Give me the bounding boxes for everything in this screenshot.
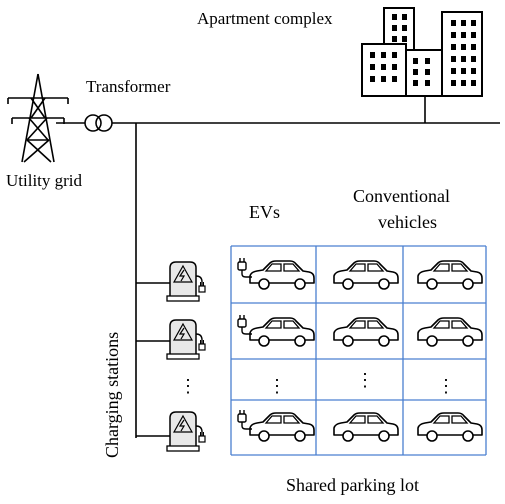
- transformer-label: Transformer: [86, 77, 171, 96]
- window: [402, 36, 407, 42]
- window: [471, 80, 476, 86]
- window: [451, 56, 456, 62]
- window: [370, 52, 375, 58]
- conventional-car-icon: [417, 317, 483, 347]
- window: [451, 44, 456, 50]
- window: [381, 52, 386, 58]
- transformer-icon: [84, 114, 113, 132]
- utility-grid-label: Utility grid: [6, 171, 83, 190]
- window: [392, 25, 397, 31]
- parked-cars: [237, 257, 483, 442]
- window: [461, 44, 466, 50]
- ellipsis-conventional-1: ⋮: [356, 370, 374, 390]
- window: [413, 69, 418, 75]
- window: [413, 58, 418, 64]
- charging-station-icon: [166, 319, 206, 360]
- charging-station-icon: [166, 261, 206, 302]
- window: [451, 20, 456, 26]
- ev-car-icon: [249, 412, 315, 442]
- window: [461, 80, 466, 86]
- transmission-tower-icon: [7, 73, 69, 163]
- window: [461, 20, 466, 26]
- evs-label: EVs: [249, 202, 280, 222]
- ellipsis-conventional-2: ⋮: [437, 376, 455, 396]
- window: [381, 76, 386, 82]
- window: [471, 20, 476, 26]
- window: [370, 64, 375, 70]
- window: [461, 68, 466, 74]
- ev-car-icon: [249, 317, 315, 347]
- window: [471, 32, 476, 38]
- window: [392, 76, 397, 82]
- window: [425, 80, 430, 86]
- conventional-car-icon: [333, 317, 399, 347]
- window: [370, 76, 375, 82]
- window: [392, 52, 397, 58]
- conventional-car-icon: [333, 260, 399, 290]
- ev-car-icon: [249, 260, 315, 290]
- window: [425, 58, 430, 64]
- window: [402, 25, 407, 31]
- shared-parking-lot-label: Shared parking lot: [286, 475, 419, 495]
- window: [392, 14, 397, 20]
- window: [451, 68, 456, 74]
- conventional-label-line1: Conventional: [353, 186, 450, 206]
- charging-station-icon: [166, 411, 206, 452]
- window: [381, 64, 386, 70]
- apartment-label: Apartment complex: [197, 9, 333, 28]
- window: [461, 56, 466, 62]
- conventional-label-line2: vehicles: [378, 212, 437, 232]
- window: [471, 68, 476, 74]
- window: [461, 32, 466, 38]
- window: [471, 44, 476, 50]
- window: [471, 56, 476, 62]
- ellipsis-chargers: ⋮: [179, 376, 197, 396]
- window: [425, 69, 430, 75]
- window: [451, 80, 456, 86]
- window: [392, 64, 397, 70]
- window: [402, 14, 407, 20]
- parking-lot-grid: [230, 245, 487, 456]
- window: [392, 36, 397, 42]
- conventional-car-icon: [333, 412, 399, 442]
- building-windows: [370, 14, 476, 86]
- ellipsis-evs: ⋮: [268, 376, 286, 396]
- window: [413, 80, 418, 86]
- charging-stations-label: Charging stations: [102, 332, 122, 458]
- window: [451, 32, 456, 38]
- power-lines: [56, 96, 500, 438]
- conventional-car-icon: [417, 412, 483, 442]
- conventional-car-icon: [417, 260, 483, 290]
